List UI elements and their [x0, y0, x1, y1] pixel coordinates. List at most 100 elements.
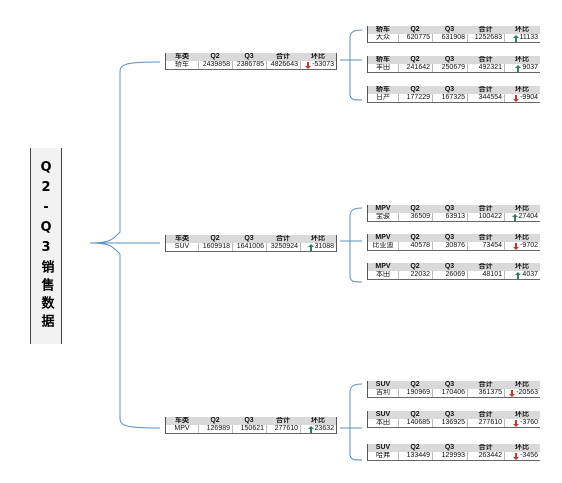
change-value: 23632	[314, 425, 334, 432]
header-cell: 轿车	[376, 26, 390, 33]
header-cell: 车类	[175, 235, 189, 242]
change-value: -9904	[520, 94, 538, 101]
header-cell: Q2	[410, 381, 420, 388]
header-cell: 轿车	[376, 56, 390, 63]
header-cell: 环比	[311, 53, 325, 60]
cell-q2: 2439858	[198, 61, 232, 69]
header-cell: 环比	[515, 234, 529, 241]
arrow-down-icon	[509, 389, 516, 397]
cell-total: 361375	[467, 389, 504, 397]
cell-q2: 126989	[198, 425, 232, 433]
header-cell: Q3	[444, 26, 455, 33]
header-cell: Q3	[244, 53, 254, 60]
cell-change: -9702	[504, 242, 540, 250]
cell-total: 263442	[467, 452, 504, 460]
cell-q3: 129993	[432, 452, 467, 460]
header-cell: Q2	[210, 53, 220, 60]
header-cell: Q3	[444, 411, 455, 418]
header-cell: MPV	[375, 205, 391, 212]
cell-q2: 36509	[398, 213, 432, 221]
cell-total: 277610	[266, 425, 300, 433]
cell-name: 宝骏	[376, 213, 390, 220]
arrow-down-icon	[513, 452, 520, 460]
header-cell: 轿车	[376, 86, 390, 93]
change-value: -3760	[520, 419, 538, 426]
cell-q3: 136925	[432, 419, 467, 427]
cell-change: 23632	[300, 425, 336, 433]
arrow-down-icon	[513, 94, 520, 102]
change-value: 9037	[522, 64, 538, 71]
header-cell: 环比	[515, 86, 529, 93]
cell-change: -9904	[504, 94, 540, 102]
root-title: Q2-Q3销售数据	[38, 160, 54, 332]
arrow-down-icon	[513, 242, 520, 250]
header-cell: 环比	[515, 411, 529, 418]
header-cell: SUV	[375, 381, 391, 388]
header-cell: 合计	[478, 205, 493, 212]
cell-name: 大众	[376, 34, 390, 41]
arrow-up-icon	[511, 213, 518, 221]
cell-total: 492321	[467, 64, 504, 72]
header-cell: 合计	[478, 86, 493, 93]
cell-change: 4037	[504, 271, 540, 279]
cell-q3: 250679	[432, 64, 467, 72]
cell-total: 48101	[467, 271, 504, 279]
header-cell: 车类	[175, 53, 189, 60]
cell-q2: 40578	[398, 242, 432, 250]
header-cell: Q3	[444, 444, 455, 451]
header-cell: Q2	[410, 234, 420, 241]
cell-change: -20563	[504, 389, 540, 397]
header-cell: SUV	[375, 444, 391, 451]
change-value: 11133	[519, 34, 538, 41]
cell-q3: 2386785	[232, 61, 266, 69]
branch2-brace	[340, 207, 363, 283]
header-cell: 合计	[478, 444, 493, 451]
header-cell: MPV	[375, 234, 391, 241]
header-cell: 合计	[478, 411, 493, 418]
cell-q2: 133449	[398, 452, 432, 460]
header-cell: 环比	[515, 263, 529, 270]
header-cell: 环比	[515, 205, 529, 212]
cell-total: 100422	[467, 213, 504, 221]
cell-q2: 177229	[398, 94, 432, 102]
header-cell: 环比	[515, 56, 529, 63]
cell-name: 哈弗	[376, 452, 390, 459]
cell-q2: 140685	[398, 419, 432, 427]
cell-change: -3760	[504, 419, 540, 427]
cell-q3: 631908	[432, 34, 467, 42]
root-brace-low	[119, 254, 161, 429]
header-cell: Q2	[210, 417, 220, 424]
header-cell: 合计	[478, 234, 493, 241]
cell-name: 本田	[376, 271, 390, 278]
arrow-up-icon	[307, 243, 314, 251]
change-value: 27404	[518, 213, 538, 220]
change-value: 4037	[522, 271, 538, 278]
header-cell: Q2	[410, 205, 420, 212]
header-cell: Q3	[444, 86, 455, 93]
cell-q3: 30876	[432, 242, 467, 250]
cell-total: 344554	[467, 94, 504, 102]
header-cell: Q3	[444, 381, 455, 388]
header-cell: Q2	[210, 235, 220, 242]
arrow-up-icon	[307, 425, 314, 433]
header-cell: Q3	[444, 56, 455, 63]
